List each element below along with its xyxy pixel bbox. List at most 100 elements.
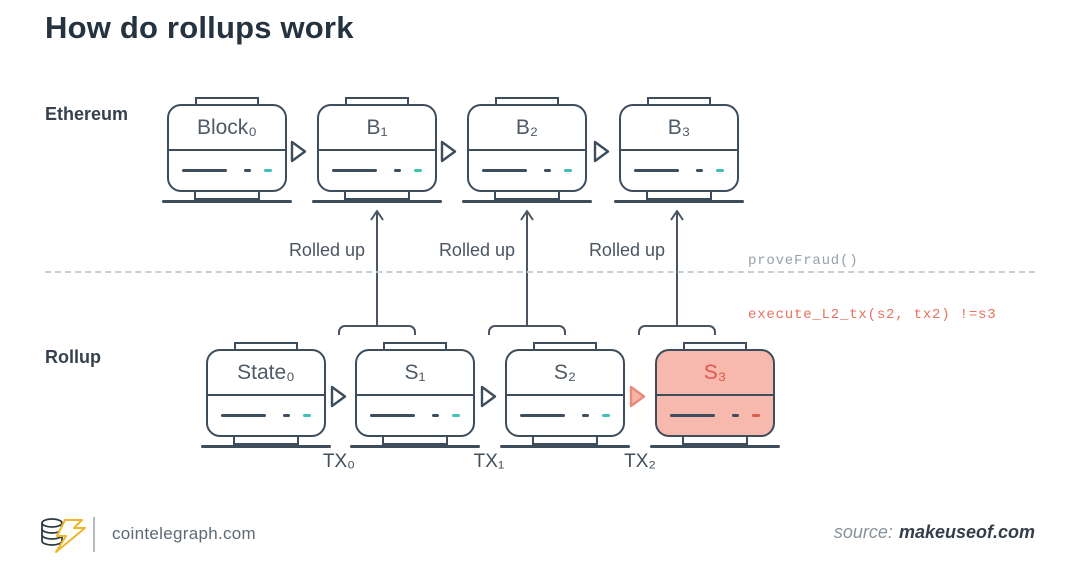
block-label: B₁ [319,106,435,151]
block-ground-line [350,445,480,448]
block-label: State₀ [208,351,324,396]
block-body: B₃ [619,104,739,192]
brand-url: cointelegraph.com [112,524,257,543]
block-data-dashes [319,151,435,190]
flow-arrow-icon [480,385,497,408]
block-bottom-tab [233,435,299,445]
block-bottom-tab [494,190,560,200]
dash-short [696,169,704,172]
dash-short [544,169,552,172]
dash-short [394,169,402,172]
block-body: S₂ [505,349,625,437]
block-data-dashes [621,151,737,190]
dash-long [520,414,566,417]
flow-arrow-icon [330,385,347,408]
block-data-dashes [657,396,773,435]
dash-long [370,414,416,417]
block-body: Block₀ [167,104,287,192]
block-ground-line [500,445,630,448]
layer-divider-line [45,271,1035,273]
block-data-dashes [169,151,285,190]
tx-label-1: TX₁ [473,451,505,472]
rolled-up-label: Rolled up [438,240,515,260]
rolled-up-label: Rolled up [588,240,665,260]
rolled-up-arrow-icon [370,210,384,326]
rollup-block-2: S₂ [500,342,630,448]
block-label: S₃ [657,351,773,396]
source-credit: source:makeuseof.com [834,522,1035,543]
block-bottom-tab [382,435,448,445]
rollup-block-0: State₀ [201,342,331,448]
block-ground-line [650,445,780,448]
flow-arrow-icon [440,140,457,163]
ethereum-block-1: B₁ [312,97,442,203]
dash-long [182,169,228,172]
block-ground-line [312,200,442,203]
dash-short [244,169,252,172]
rollup-bracket [488,325,566,335]
code-line-provefraud: proveFraud() [748,253,859,269]
flow-arrow-icon [593,140,610,163]
dash-accent [716,169,724,172]
fraud-proof-code: proveFraud() execute_L2_tx(s2, tx2) !=s3 [748,216,996,360]
dash-long [670,414,716,417]
dash-short [732,414,740,417]
rolled-up-arrow-icon [520,210,534,326]
block-data-dashes [507,396,623,435]
rollup-block-1: S₁ [350,342,480,448]
block-body: State₀ [206,349,326,437]
dash-accent [602,414,610,417]
ethereum-row-label: Ethereum [45,104,129,124]
rolled-up-label: Rolled up [288,240,365,260]
rollup-bracket [638,325,716,335]
block-body: B₂ [467,104,587,192]
block-body: S₃ [655,349,775,437]
block-bottom-tab [682,435,748,445]
block-label: B₃ [621,106,737,151]
rollup-bracket [338,325,416,335]
block-bottom-tab [646,190,712,200]
page-title: How do rollups work [45,10,354,45]
block-bottom-tab [344,190,410,200]
dash-long [482,169,528,172]
block-data-dashes [357,396,473,435]
flow-arrow-invalid-icon [629,385,646,408]
block-label: B₂ [469,106,585,151]
dash-accent [564,169,572,172]
rollup-block-3-invalid-state: S₃ [650,342,780,448]
tx-label-0: TX₀ [322,451,356,472]
block-ground-line [162,200,292,203]
dash-short [432,414,440,417]
block-label: S₁ [357,351,473,396]
ethereum-block-3: B₃ [614,97,744,203]
block-data-dashes [469,151,585,190]
ethereum-block-0: Block₀ [162,97,292,203]
rolled-up-arrow-icon [670,210,684,326]
dash-long [332,169,378,172]
dash-short [582,414,590,417]
block-body: S₁ [355,349,475,437]
footer-divider [93,517,95,552]
block-body: B₁ [317,104,437,192]
code-line-execute: execute_L2_tx(s2, tx2) !=s3 [748,307,997,323]
dash-short [283,414,291,417]
block-ground-line [462,200,592,203]
cointelegraph-logo-icon [41,518,86,553]
dash-accent [414,169,422,172]
dash-accent [264,169,272,172]
block-bottom-tab [532,435,598,445]
source-prefix: source: [833,522,893,542]
block-ground-line [614,200,744,203]
dash-accent [452,414,460,417]
dash-accent [303,414,311,417]
dash-long [634,169,680,172]
dash-long [221,414,267,417]
ethereum-block-2: B₂ [462,97,592,203]
block-data-dashes [208,396,324,435]
rollup-row-label: Rollup [45,347,101,367]
block-label: Block₀ [169,106,285,151]
source-name: makeuseof.com [898,522,1035,542]
block-ground-line [201,445,331,448]
tx-label-2: TX₂ [624,451,656,472]
block-bottom-tab [194,190,260,200]
